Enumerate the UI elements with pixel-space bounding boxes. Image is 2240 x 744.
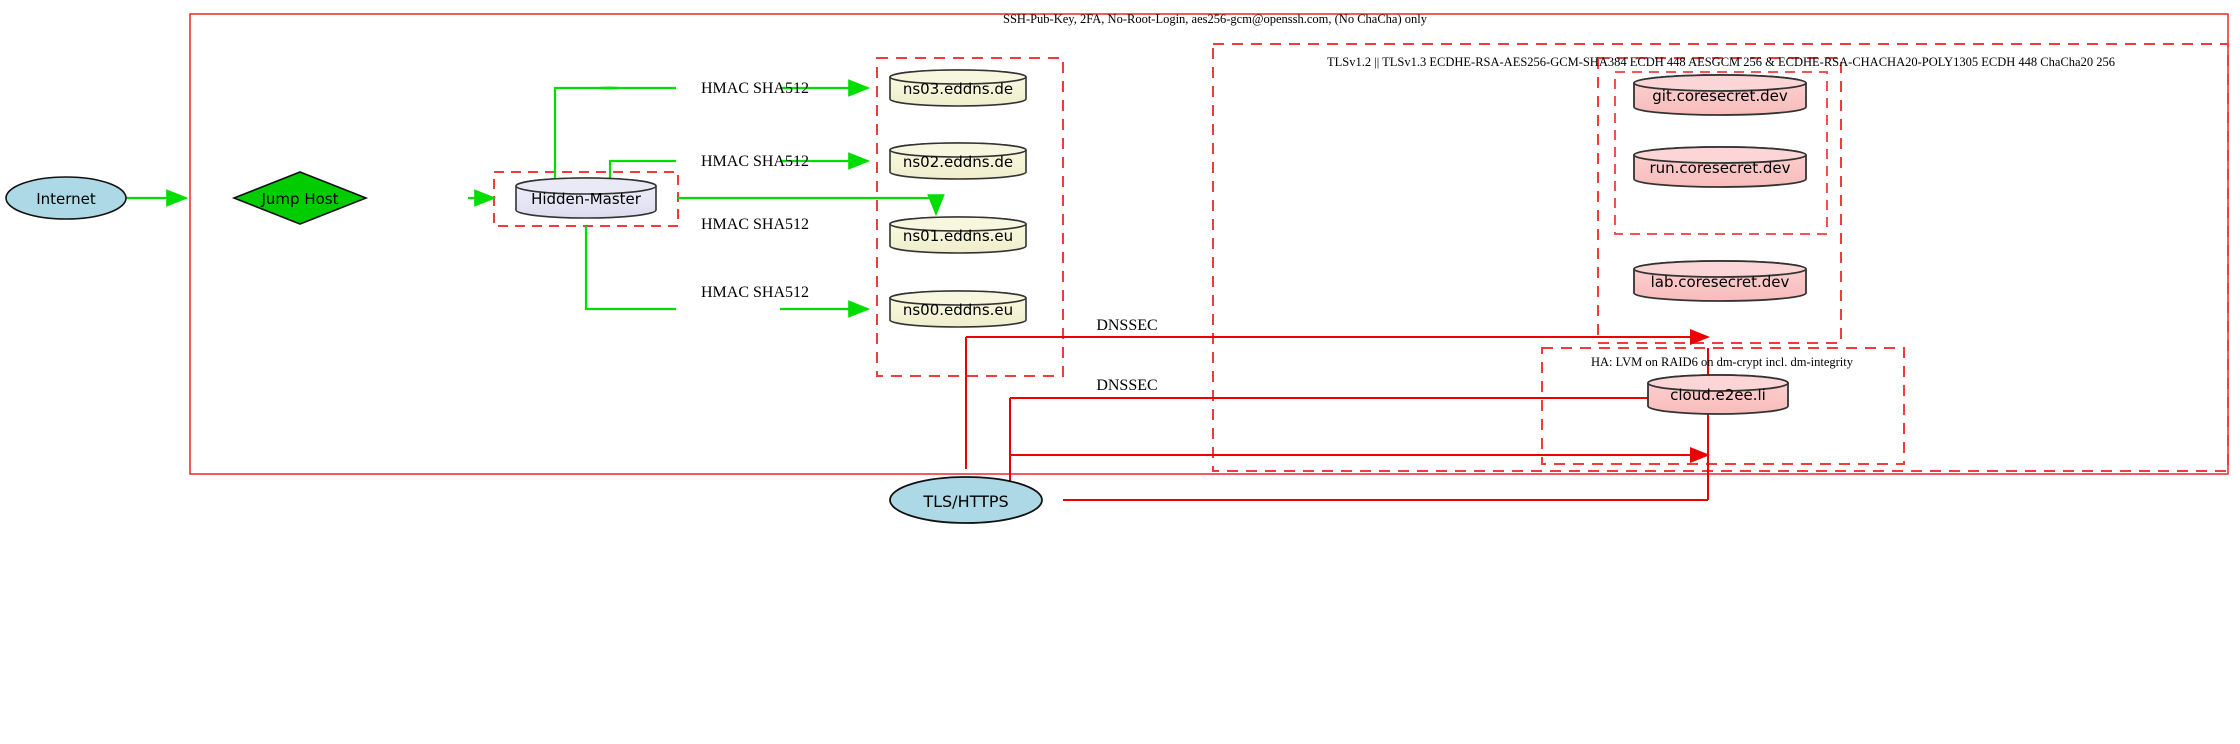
services-inner-boundary bbox=[1614, 71, 1828, 235]
node-ns01-label: ns01.eddns.eu bbox=[903, 227, 1013, 245]
edge-label-dnssec-lower: DNSSEC bbox=[1096, 377, 1157, 394]
node-jump-host-label: Jump Host bbox=[261, 190, 339, 208]
node-ns03[interactable]: ns03.eddns.de bbox=[889, 69, 1027, 107]
edge-label-hmac-ns02: HMAC SHA512 bbox=[701, 153, 809, 170]
node-ns02-label: ns02.eddns.de bbox=[903, 153, 1013, 171]
node-hidden-master-label: Hidden-Master bbox=[531, 190, 642, 208]
node-lab-coresecret-label: lab.coresecret.dev bbox=[1651, 273, 1790, 291]
node-run-coresecret-label: run.coresecret.dev bbox=[1649, 159, 1790, 177]
node-ns00-label: ns00.eddns.eu bbox=[903, 301, 1013, 319]
node-hidden-master[interactable]: Hidden-Master bbox=[515, 177, 657, 219]
node-run-coresecret[interactable]: run.coresecret.dev bbox=[1633, 146, 1807, 188]
services-zone-boundary bbox=[1597, 57, 1842, 344]
node-internet-label: Internet bbox=[36, 190, 96, 208]
node-cloud-e2ee[interactable]: cloud.e2ee.li bbox=[1647, 374, 1789, 415]
edge-label-dnssec-upper: DNSSEC bbox=[1096, 317, 1157, 334]
edge-label-hmac-ns01: HMAC SHA512 bbox=[701, 216, 809, 233]
ssh-zone-boundary bbox=[189, 13, 2229, 475]
node-ns03-label: ns03.eddns.de bbox=[903, 80, 1013, 98]
node-ns01[interactable]: ns01.eddns.eu bbox=[889, 216, 1027, 254]
node-lab-coresecret[interactable]: lab.coresecret.dev bbox=[1633, 260, 1807, 302]
tls-zone-boundary bbox=[1212, 43, 2229, 472]
ha-zone-label: HA: LVM on RAID6 on dm-crypt incl. dm-in… bbox=[1591, 355, 1854, 369]
node-tls-https[interactable]: TLS/HTTPS bbox=[889, 476, 1043, 524]
node-ns00[interactable]: ns00.eddns.eu bbox=[889, 290, 1027, 328]
node-jump-host[interactable]: Jump Host bbox=[231, 171, 369, 225]
node-ns02[interactable]: ns02.eddns.de bbox=[889, 142, 1027, 180]
node-cloud-e2ee-label: cloud.e2ee.li bbox=[1670, 386, 1766, 404]
ha-zone-boundary bbox=[1541, 347, 1905, 465]
ssh-zone-label: SSH-Pub-Key, 2FA, No-Root-Login, aes256-… bbox=[1003, 12, 1428, 26]
nameserver-zone-boundary bbox=[876, 57, 1064, 377]
tls-zone-label: TLSv1.2 || TLSv1.3 ECDHE-RSA-AES256-GCM-… bbox=[1327, 55, 2115, 69]
node-tls-https-label: TLS/HTTPS bbox=[922, 492, 1008, 511]
node-git-coresecret[interactable]: git.coresecret.dev bbox=[1633, 74, 1807, 116]
edge-label-hmac-ns00: HMAC SHA512 bbox=[701, 284, 809, 301]
node-git-coresecret-label: git.coresecret.dev bbox=[1652, 87, 1788, 105]
edge-label-hmac-ns03: HMAC SHA512 bbox=[701, 80, 809, 97]
node-internet[interactable]: Internet bbox=[5, 176, 127, 220]
green-flow-edges bbox=[84, 79, 945, 318]
